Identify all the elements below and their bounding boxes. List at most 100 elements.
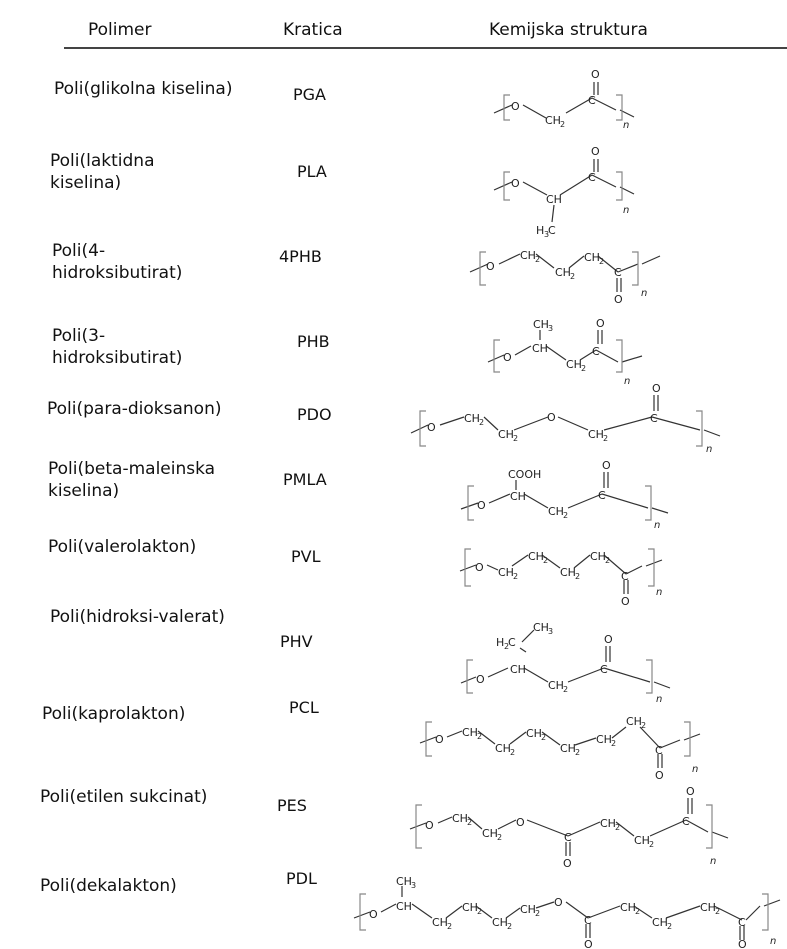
polymer-name: Poli(kaprolakton) <box>42 704 186 724</box>
svg-text:C: C <box>682 815 690 828</box>
header-rule <box>64 47 787 49</box>
svg-text:CH: CH <box>548 505 564 518</box>
svg-text:C: C <box>592 345 600 358</box>
svg-text:2: 2 <box>535 255 540 264</box>
svg-text:O: O <box>486 260 495 273</box>
svg-text:CH: CH <box>498 428 514 441</box>
svg-text:2: 2 <box>575 572 580 581</box>
svg-text:CH: CH <box>545 114 561 127</box>
polymer-abbr: 4PHB <box>279 247 322 266</box>
svg-text:CH: CH <box>432 916 448 929</box>
svg-text:CH: CH <box>510 490 526 503</box>
svg-text:O: O <box>369 908 378 921</box>
svg-text:2: 2 <box>575 748 580 757</box>
svg-text:H: H <box>496 636 504 649</box>
svg-text:C: C <box>655 744 663 757</box>
svg-text:CH: CH <box>600 817 616 830</box>
polymer-name: Poli(para-dioksanon) <box>47 399 222 419</box>
svg-text:n: n <box>656 587 662 598</box>
svg-text:O: O <box>511 100 520 113</box>
svg-text:n: n <box>623 120 629 131</box>
header-polimer: Polimer <box>88 20 152 40</box>
svg-text:2: 2 <box>467 818 472 827</box>
svg-text:O: O <box>427 421 436 434</box>
svg-text:C: C <box>650 412 658 425</box>
svg-text:2: 2 <box>667 922 672 931</box>
svg-text:CH: CH <box>464 412 480 425</box>
polymer-name: Poli(etilen sukcinat) <box>40 787 208 807</box>
header-kemijska-struktura: Kemijska struktura <box>489 20 648 40</box>
svg-text:O: O <box>584 938 593 949</box>
svg-text:2: 2 <box>447 922 452 931</box>
svg-text:CH: CH <box>626 715 642 728</box>
svg-text:O: O <box>652 382 661 395</box>
svg-text:2: 2 <box>477 732 482 741</box>
polymer-name: Poli(laktidna kiselina) <box>50 151 155 193</box>
polymer-name: Poli(beta-maleinska kiselina) <box>48 459 216 501</box>
svg-text:O: O <box>477 499 486 512</box>
svg-text:C: C <box>548 224 556 237</box>
svg-text:CH: CH <box>532 342 548 355</box>
svg-text:O: O <box>554 896 563 909</box>
polymer-abbr: PES <box>277 796 307 815</box>
svg-text:CH: CH <box>462 901 478 914</box>
svg-text:3: 3 <box>411 881 416 890</box>
svg-text:2: 2 <box>611 739 616 748</box>
svg-text:CH: CH <box>520 249 536 262</box>
svg-text:3: 3 <box>548 324 553 333</box>
polymer-abbr: PVL <box>291 547 321 566</box>
svg-text:O: O <box>604 633 613 646</box>
svg-text:CH: CH <box>560 566 576 579</box>
svg-text:2: 2 <box>541 733 546 742</box>
svg-text:C: C <box>588 171 596 184</box>
svg-text:CH: CH <box>634 834 650 847</box>
svg-text:2: 2 <box>635 907 640 916</box>
svg-text:2: 2 <box>641 721 646 730</box>
svg-text:CH: CH <box>596 733 612 746</box>
svg-text:O: O <box>435 733 444 746</box>
svg-text:2: 2 <box>479 418 484 427</box>
svg-text:CH: CH <box>528 550 544 563</box>
svg-text:CH: CH <box>584 251 600 264</box>
svg-text:2: 2 <box>497 833 502 842</box>
polymer-name: Poli(hidroksi-valerat) <box>50 607 225 627</box>
svg-text:n: n <box>656 694 662 705</box>
svg-text:n: n <box>624 376 630 387</box>
svg-text:C: C <box>738 916 746 929</box>
svg-text:CH: CH <box>560 742 576 755</box>
svg-text:O: O <box>738 938 747 949</box>
svg-text:H: H <box>536 224 544 237</box>
svg-text:2: 2 <box>649 840 654 849</box>
svg-text:O: O <box>621 595 630 608</box>
svg-text:n: n <box>623 205 629 216</box>
svg-text:2: 2 <box>570 272 575 281</box>
svg-text:2: 2 <box>581 364 586 373</box>
svg-text:2: 2 <box>615 823 620 832</box>
svg-text:CH: CH <box>548 679 564 692</box>
svg-text:CH: CH <box>462 726 478 739</box>
polymer-name: Poli(valerolakton) <box>48 537 197 557</box>
svg-text:CH: CH <box>492 916 508 929</box>
svg-text:CH: CH <box>566 358 582 371</box>
svg-text:CH: CH <box>546 193 562 206</box>
svg-text:n: n <box>692 764 698 775</box>
svg-text:n: n <box>641 288 647 299</box>
svg-text:CH: CH <box>620 901 636 914</box>
svg-text:2: 2 <box>603 434 608 443</box>
polymer-abbr: PLA <box>297 162 327 181</box>
svg-text:n: n <box>710 856 716 867</box>
svg-text:2: 2 <box>715 907 720 916</box>
svg-text:O: O <box>602 459 611 472</box>
svg-text:CH: CH <box>588 428 604 441</box>
polymer-name: Poli(glikolna kiselina) <box>54 79 233 99</box>
polymer-abbr: PDL <box>286 869 317 888</box>
